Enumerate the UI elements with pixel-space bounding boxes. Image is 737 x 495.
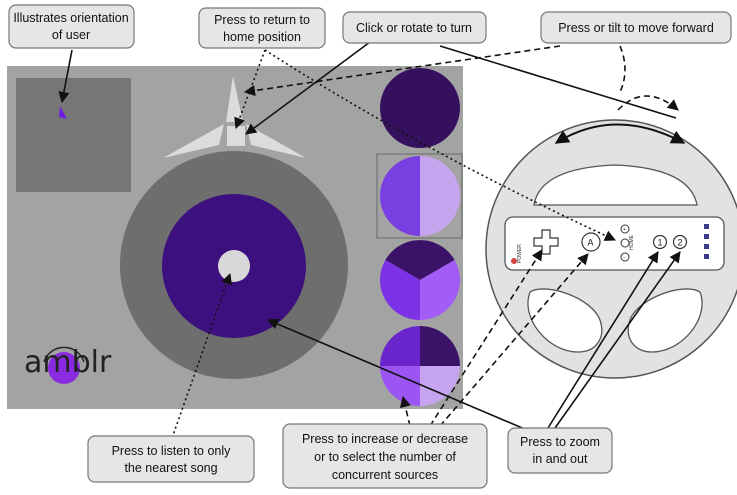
callout-home: Press to return to home position [198, 7, 326, 49]
listen-connector [171, 272, 232, 439]
callout-listen-line1: Press to listen to only [112, 444, 232, 458]
listening-view-link [266, 318, 528, 431]
home-icon [227, 126, 245, 146]
callout-orientation: Illustrates orientation of user [8, 4, 135, 49]
amblr-app-panel: amblr [7, 66, 463, 409]
sources-to-circles [399, 395, 411, 427]
wheel-right-window [627, 288, 703, 353]
source-one-circle[interactable] [380, 68, 460, 148]
minus-label: − [623, 255, 626, 261]
callout-zoom-line1: Press to zoom [520, 435, 600, 449]
callout-sources-line3: concurrent sources [332, 468, 438, 482]
wheel-top-window [533, 164, 698, 206]
zoom-arrow-one [547, 251, 659, 429]
callout-turn-line1: Click or rotate to turn [356, 21, 472, 35]
wheel-left-window [527, 288, 603, 353]
user-orientation-icon [59, 106, 67, 119]
home-position-button[interactable] [163, 76, 306, 158]
callout-listen: Press to listen to only the nearest song [87, 435, 255, 483]
turn-arrow-left [245, 41, 371, 135]
right-arrow-icon [246, 124, 306, 158]
home-button[interactable] [620, 238, 630, 248]
player-led-4 [704, 254, 709, 259]
source-four-circle[interactable] [380, 326, 460, 406]
selected-source-highlight [376, 153, 463, 239]
callout-turn: Click or rotate to turn [342, 11, 487, 44]
button-two[interactable] [672, 234, 688, 250]
dpad-button[interactable] [533, 229, 559, 255]
wii-wheel-controller[interactable]: POWER A + HOME − 1 2 [485, 119, 737, 379]
callout-zoom-line2: in and out [533, 452, 588, 466]
source-three-circle[interactable] [380, 240, 460, 320]
button-two-label: 2 [678, 238, 683, 248]
plus-button[interactable] [620, 224, 630, 234]
rotate-swing [554, 123, 686, 144]
a-button[interactable] [581, 232, 601, 252]
annotation-connectors [58, 41, 686, 439]
plus-label: + [623, 227, 626, 233]
orientation-arrow [58, 49, 73, 104]
source-selector[interactable] [376, 68, 463, 406]
player-led-2 [704, 234, 709, 239]
listen-nearest-button[interactable] [218, 250, 250, 282]
a-button-label: A [588, 238, 594, 248]
callout-zoom: Press to zoom in and out [507, 427, 613, 474]
callout-listen-line2: the nearest song [124, 461, 217, 475]
player-led-1 [704, 224, 709, 229]
callout-sources-line2: or to select the number of [314, 450, 456, 464]
callout-home-line1: Press to return to [214, 13, 310, 27]
forward-arrow [243, 45, 561, 97]
left-arrow-icon [163, 124, 224, 158]
source-two-circle[interactable] [380, 156, 460, 236]
button-one-label: 1 [658, 238, 663, 248]
callout-forward-line1: Press or tilt to move forward [558, 21, 714, 35]
home-to-remote-connector [264, 49, 617, 241]
sources-to-a [439, 253, 589, 427]
callout-orientation-line1: Illustrates orientation [13, 11, 128, 25]
power-label: POWER [517, 244, 523, 263]
button-one[interactable] [652, 234, 668, 250]
callout-forward: Press or tilt to move forward [540, 11, 732, 44]
listening-view[interactable] [120, 151, 348, 379]
turn-to-wheel-line [439, 45, 677, 119]
tilt-swing [617, 95, 679, 111]
forward-to-wheel [619, 45, 626, 93]
player-led-3 [704, 244, 709, 249]
orientation-minimap [16, 78, 131, 192]
power-button[interactable] [511, 258, 517, 264]
callout-sources-line1: Press to increase or decrease [302, 432, 468, 446]
home-label: HOME [629, 234, 635, 250]
zoom-arrow-two [554, 251, 681, 429]
minus-button[interactable] [620, 252, 630, 262]
logo-headphone-dot [48, 352, 80, 384]
forward-arrow-icon [226, 76, 243, 122]
callout-orientation-line2: of user [52, 28, 90, 42]
remote-body [504, 216, 725, 271]
wii-remote[interactable]: POWER A + HOME − 1 2 [504, 216, 725, 271]
logo-text: amblr [24, 345, 112, 380]
callout-sources: Press to increase or decrease or to sele… [282, 423, 488, 489]
logo-headphones-icon [43, 346, 85, 363]
amblr-logo: amblr [24, 345, 112, 384]
callout-home-line2: home position [223, 30, 301, 44]
